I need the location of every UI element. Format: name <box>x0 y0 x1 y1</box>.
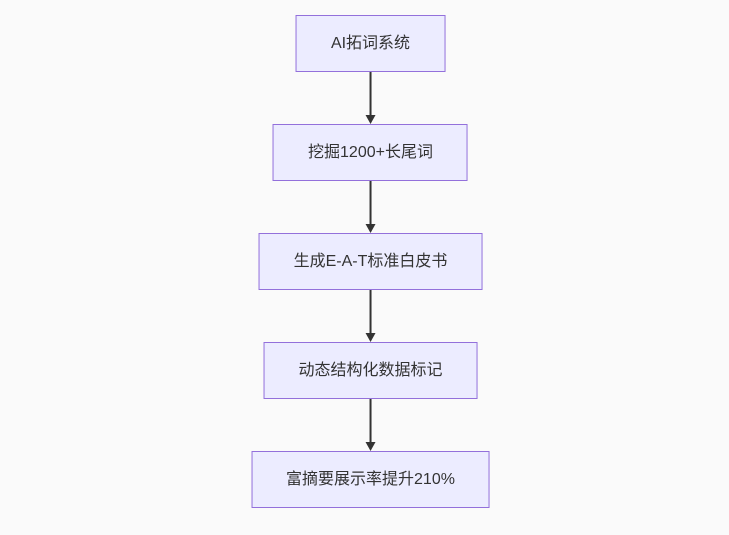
arrowhead-down-icon <box>365 224 376 233</box>
flow-node-n3: 生成E-A-T标准白皮书 <box>258 233 483 290</box>
arrowhead-down-icon <box>365 333 376 342</box>
edge-line <box>369 72 372 116</box>
arrowhead-down-icon <box>365 442 376 451</box>
edge-line <box>369 290 372 334</box>
flow-node-n1: AI拓词系统 <box>295 15 446 72</box>
flow-node-n4: 动态结构化数据标记 <box>263 342 478 399</box>
edge-line <box>369 181 372 225</box>
flow-edge-3 <box>365 290 376 342</box>
flow-node-n5: 富摘要展示率提升210% <box>251 451 490 508</box>
arrowhead-down-icon <box>365 115 376 124</box>
flow-node-n2: 挖掘1200+长尾词 <box>273 124 468 181</box>
flowchart: AI拓词系统挖掘1200+长尾词生成E-A-T标准白皮书动态结构化数据标记富摘要… <box>251 0 490 508</box>
flow-edge-1 <box>365 72 376 124</box>
flow-edge-4 <box>365 399 376 451</box>
edge-line <box>369 399 372 443</box>
flow-edge-2 <box>365 181 376 233</box>
